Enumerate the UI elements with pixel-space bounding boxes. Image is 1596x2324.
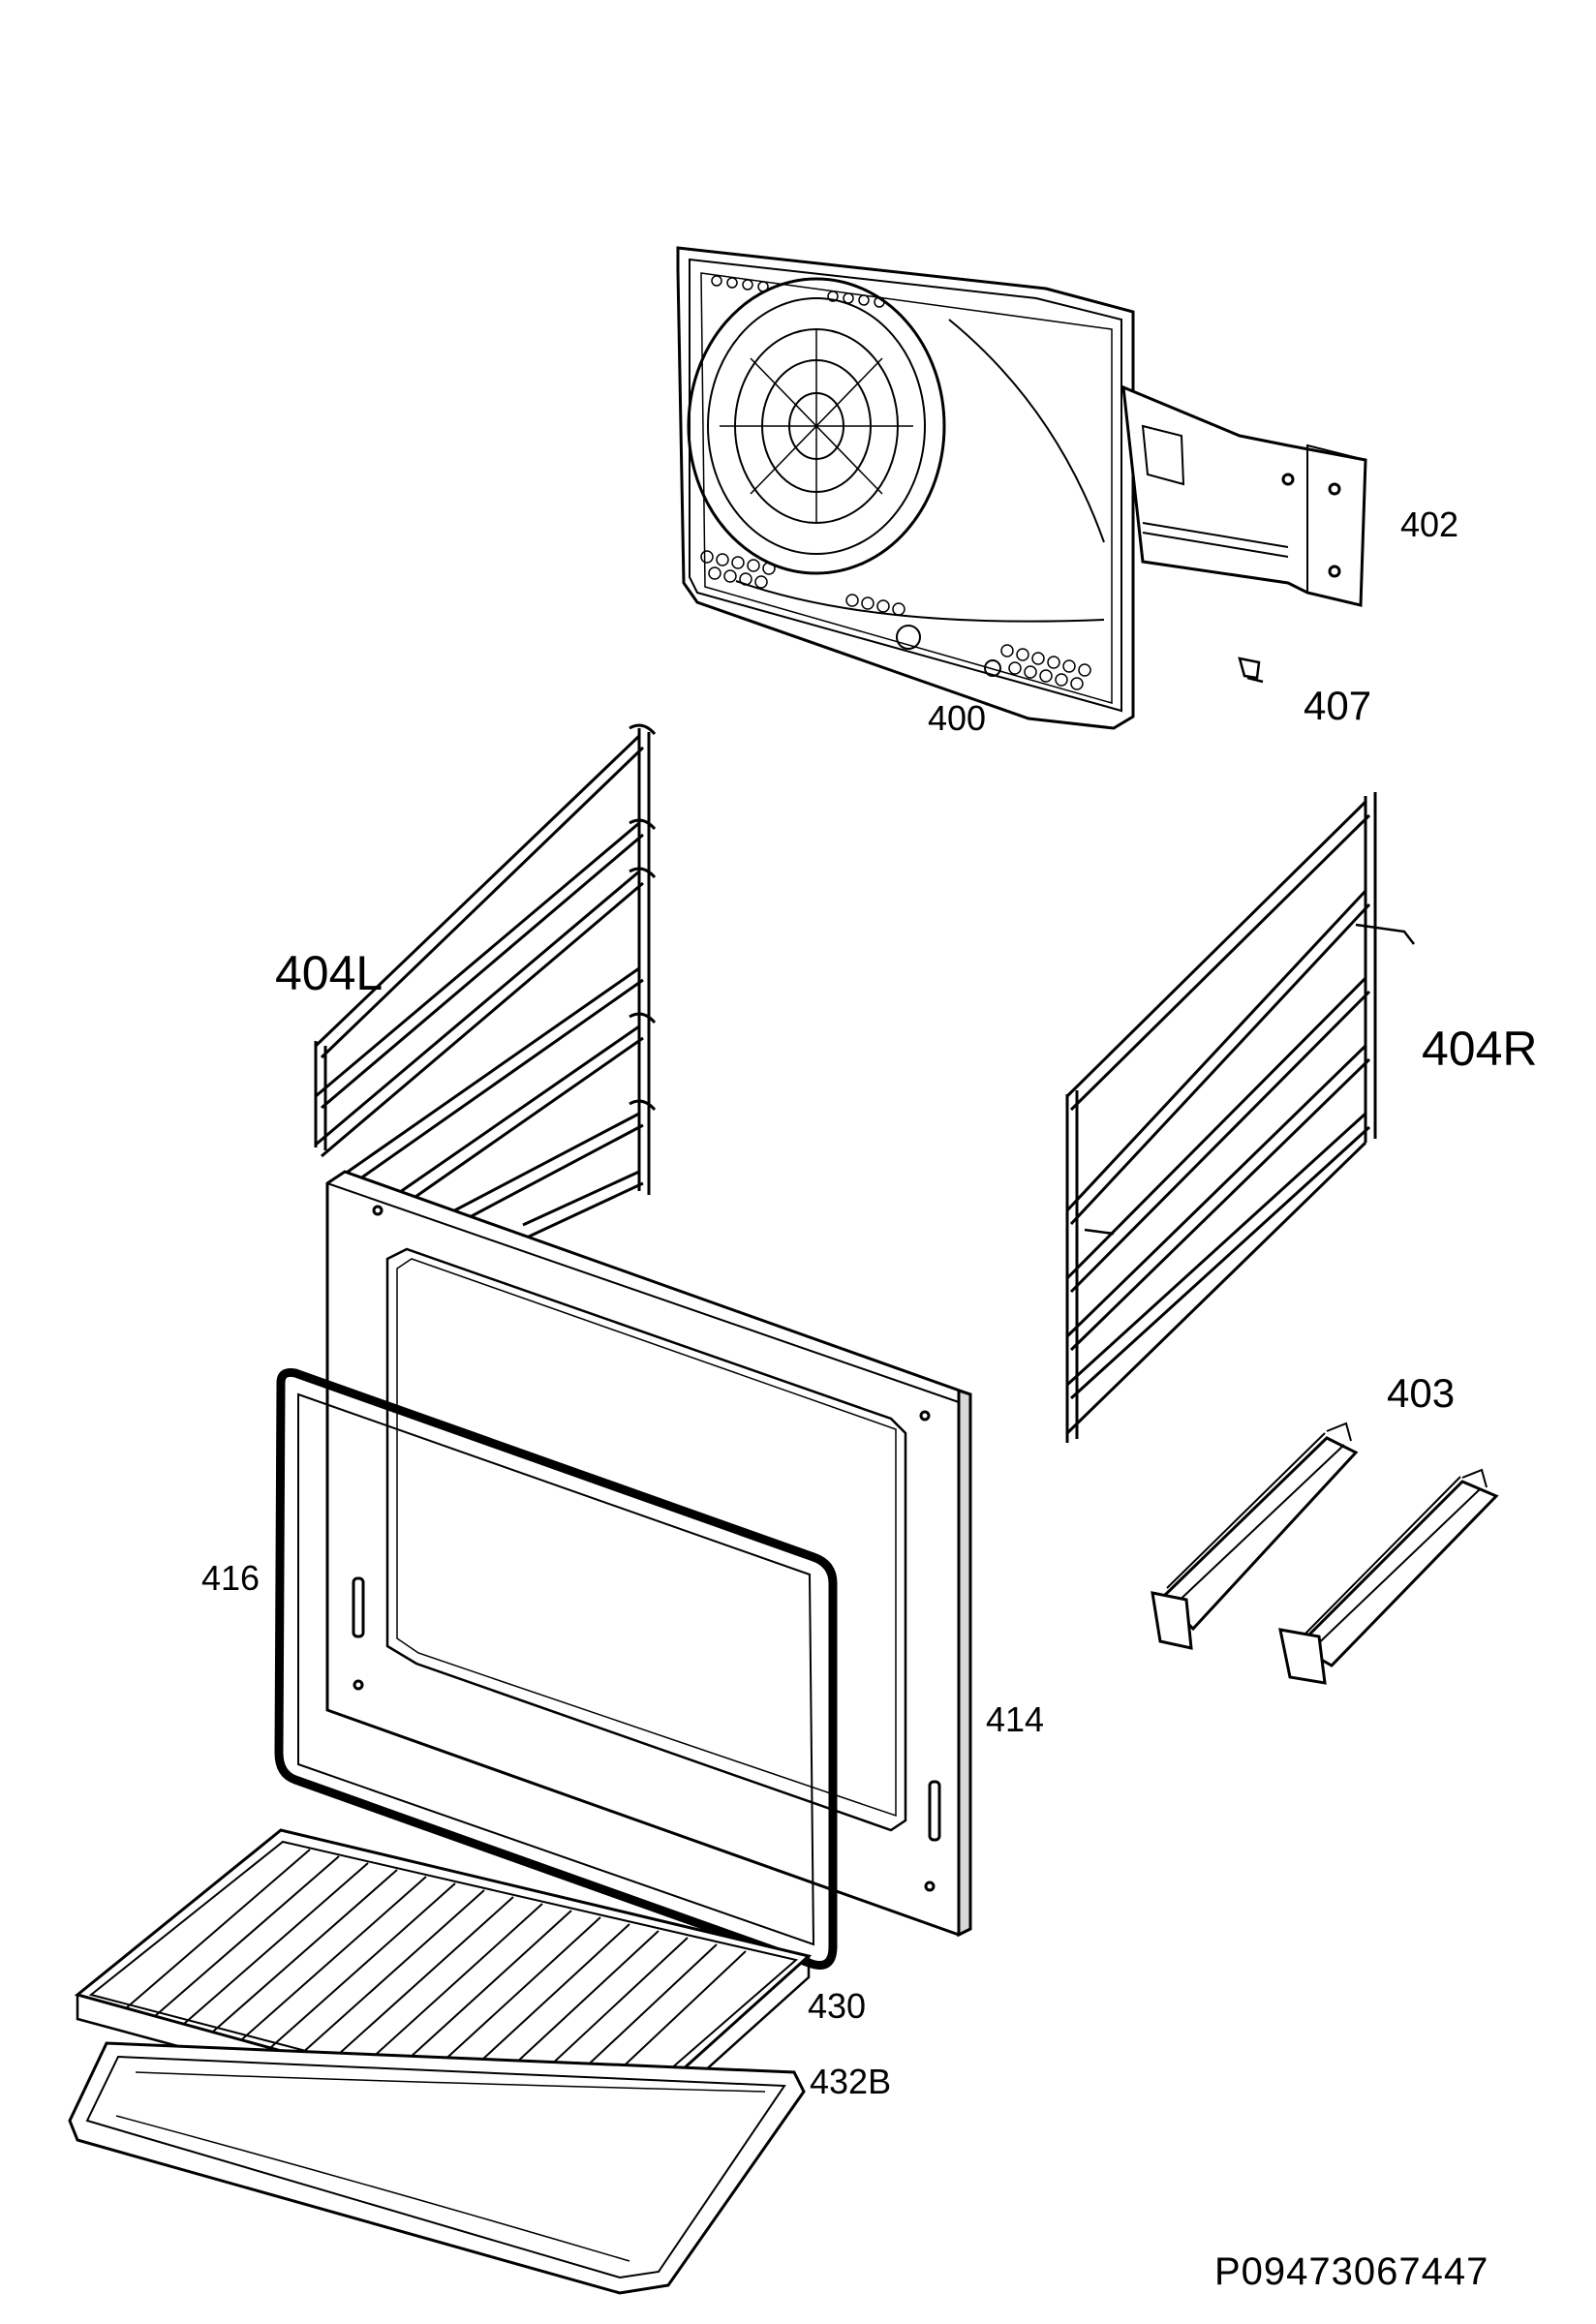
part-404R-right-runner — [1065, 792, 1415, 1443]
label-part-404L: 404L — [275, 946, 384, 1000]
diagram-reference-number: P09473067447 — [1214, 2250, 1489, 2293]
label-part-414: 414 — [986, 1699, 1045, 1739]
part-416-seal — [274, 1368, 838, 1970]
part-400-back-panel — [676, 246, 1135, 730]
label-part-403: 403 — [1387, 1370, 1456, 1416]
part-432B-tray — [68, 2041, 806, 2295]
label-part-407: 407 — [1304, 683, 1372, 728]
label-part-430: 430 — [808, 1986, 867, 2026]
part-403-telescopic-rails — [1151, 1422, 1499, 1685]
part-407-clip — [1238, 657, 1264, 684]
part-414-frame — [325, 1170, 972, 1938]
part-402-bracket — [1121, 384, 1367, 607]
label-part-402: 402 — [1400, 505, 1459, 544]
label-part-432B: 432B — [810, 2062, 892, 2101]
label-part-416: 416 — [201, 1558, 261, 1598]
part-404L-left-runner — [314, 723, 657, 1238]
label-part-404R: 404R — [1422, 1022, 1538, 1076]
label-part-400: 400 — [928, 698, 987, 738]
